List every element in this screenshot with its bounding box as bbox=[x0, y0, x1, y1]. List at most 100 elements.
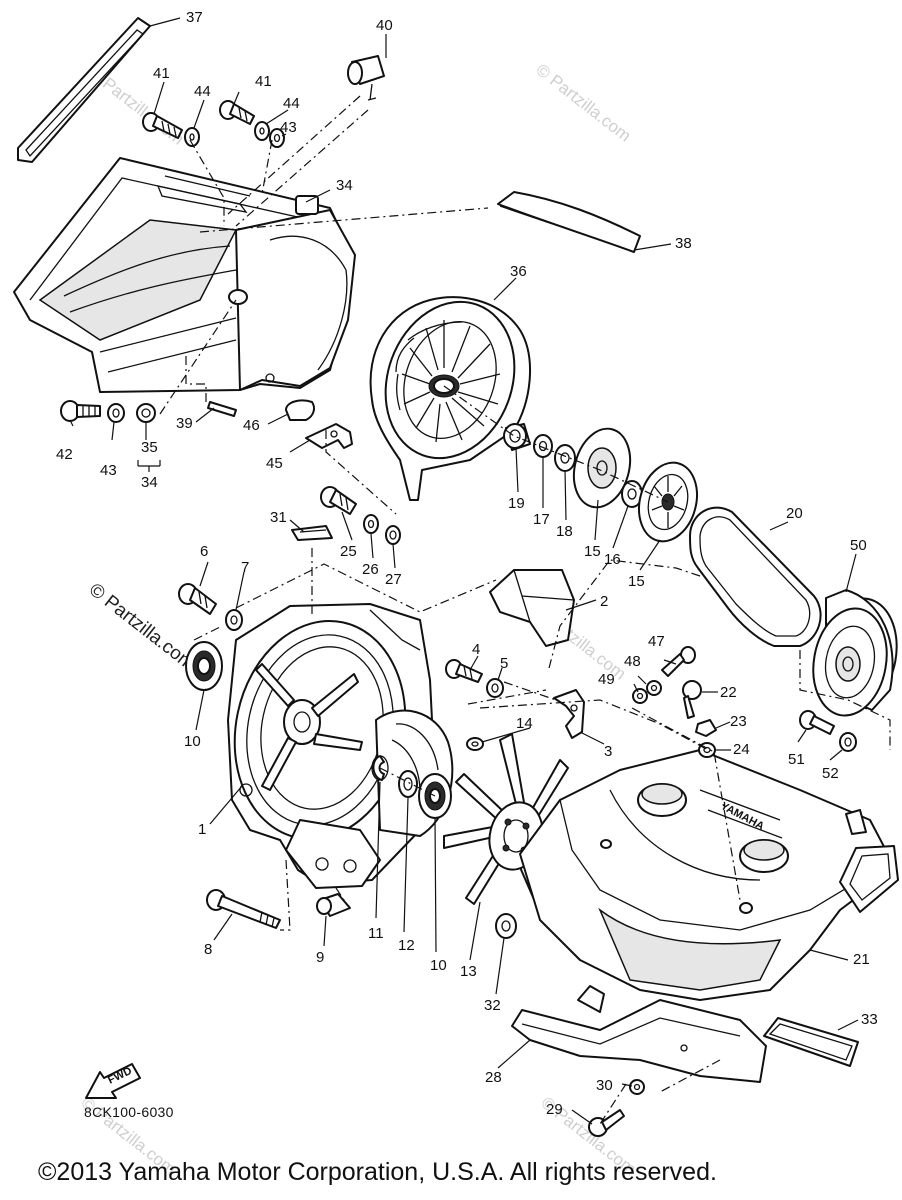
callout-14: 14 bbox=[516, 715, 533, 732]
bolt-22 bbox=[682, 680, 702, 719]
callout-28: 28 bbox=[485, 1069, 502, 1086]
callout-43: 43 bbox=[100, 462, 117, 479]
copyright-notice: ©2013 Yamaha Motor Corporation, U.S.A. A… bbox=[38, 1158, 717, 1186]
callout-13: 13 bbox=[460, 963, 477, 980]
leader-lines bbox=[69, 17, 859, 1125]
callout-44: 44 bbox=[283, 95, 300, 112]
washer-48 bbox=[646, 680, 662, 696]
part-14-grommet bbox=[466, 737, 484, 751]
callout-18: 18 bbox=[556, 523, 573, 540]
part-32-grommet bbox=[495, 913, 517, 939]
callout-10: 10 bbox=[184, 733, 201, 750]
callout-46: 46 bbox=[243, 417, 260, 434]
part-34-duct-housing bbox=[13, 157, 356, 393]
callout-52: 52 bbox=[822, 765, 839, 782]
washer-30 bbox=[629, 1079, 645, 1095]
callout-12: 12 bbox=[398, 937, 415, 954]
part-36-fan-cover bbox=[369, 296, 531, 501]
callout-34: 34 bbox=[141, 474, 158, 491]
callout-17: 17 bbox=[533, 511, 550, 528]
part-33-pad bbox=[763, 1017, 859, 1067]
bolt-6 bbox=[178, 583, 217, 615]
callout-48: 48 bbox=[624, 653, 641, 670]
collar-9 bbox=[316, 893, 351, 917]
callout-38: 38 bbox=[675, 235, 692, 252]
washer-44-right bbox=[254, 121, 270, 141]
callout-15: 15 bbox=[584, 543, 601, 560]
part-20-v-belt bbox=[689, 506, 822, 647]
washer-26 bbox=[363, 514, 379, 534]
part-28-guard bbox=[511, 985, 767, 1083]
diagram-reference-code: 8CK100-6030 bbox=[84, 1104, 174, 1120]
part-1-fan-housing bbox=[227, 603, 454, 889]
callout-27: 27 bbox=[385, 571, 402, 588]
callout-19: 19 bbox=[508, 495, 525, 512]
bolt-29 bbox=[588, 1109, 625, 1137]
callout-40: 40 bbox=[376, 17, 393, 34]
callout-41: 41 bbox=[153, 65, 170, 82]
part-21-main-cover: YAMAHA bbox=[519, 749, 899, 1001]
bolt-51 bbox=[799, 710, 835, 735]
callout-44: 44 bbox=[194, 83, 211, 100]
part-11-circlip bbox=[371, 755, 389, 781]
part-45-bracket bbox=[305, 423, 353, 449]
fwd-arrow-icon: FWD bbox=[85, 1063, 141, 1099]
callout-10: 10 bbox=[430, 957, 447, 974]
part-40-sensor bbox=[347, 55, 385, 101]
callout-45: 45 bbox=[266, 455, 283, 472]
part-38-flap bbox=[497, 191, 641, 253]
callout-15: 15 bbox=[628, 573, 645, 590]
callout-9: 9 bbox=[316, 949, 324, 966]
callout-35: 35 bbox=[141, 439, 158, 456]
callout-2: 2 bbox=[600, 593, 608, 610]
bolt-41-left bbox=[142, 112, 183, 139]
bearing-10-left bbox=[185, 641, 223, 691]
callout-22: 22 bbox=[720, 684, 737, 701]
bolt-47 bbox=[661, 646, 696, 677]
callout-25: 25 bbox=[340, 543, 357, 560]
callout-7: 7 bbox=[241, 559, 249, 576]
bolt-42 bbox=[60, 400, 101, 422]
part-37-seal bbox=[17, 17, 151, 163]
part-17-washer bbox=[533, 434, 553, 458]
callout-24: 24 bbox=[733, 741, 750, 758]
callout-21: 21 bbox=[853, 951, 870, 968]
callout-20: 20 bbox=[786, 505, 803, 522]
part-19-collar bbox=[503, 423, 531, 451]
washer-43-lower bbox=[107, 403, 125, 423]
bolt-4 bbox=[445, 659, 483, 683]
part-3-bracket bbox=[553, 689, 585, 739]
assembly-lines bbox=[159, 95, 891, 1125]
washer-5 bbox=[486, 678, 504, 698]
callout-50: 50 bbox=[850, 537, 867, 554]
callout-6: 6 bbox=[200, 543, 208, 560]
callout-29: 29 bbox=[546, 1101, 563, 1118]
callout-33: 33 bbox=[861, 1011, 878, 1028]
callout-3: 3 bbox=[604, 743, 612, 760]
callout-30: 30 bbox=[596, 1077, 613, 1094]
nut-23 bbox=[695, 719, 717, 737]
callout-36: 36 bbox=[510, 263, 527, 280]
callout-37: 37 bbox=[186, 9, 203, 26]
bolt-8 bbox=[206, 889, 281, 929]
washer-44-left bbox=[184, 127, 200, 147]
washer-43-top bbox=[269, 128, 285, 148]
callout-8: 8 bbox=[204, 941, 212, 958]
callout-26: 26 bbox=[362, 561, 379, 578]
callout-16: 16 bbox=[604, 551, 621, 568]
part-50-pulley bbox=[812, 589, 898, 717]
part-18-washer bbox=[554, 444, 576, 472]
callout-5: 5 bbox=[500, 655, 508, 672]
callout-39: 39 bbox=[176, 415, 193, 432]
callout-11: 11 bbox=[368, 925, 384, 942]
callout-49: 49 bbox=[598, 671, 615, 688]
callout-1: 1 bbox=[198, 821, 206, 838]
callout-42: 42 bbox=[56, 446, 73, 463]
watermark: © Partzilla.com bbox=[533, 60, 635, 146]
part-39-clip bbox=[207, 401, 237, 417]
washer-49 bbox=[632, 688, 648, 704]
bolt-41-right bbox=[219, 100, 255, 125]
callout-43: 43 bbox=[280, 119, 297, 136]
callout-34: 34 bbox=[336, 177, 353, 194]
